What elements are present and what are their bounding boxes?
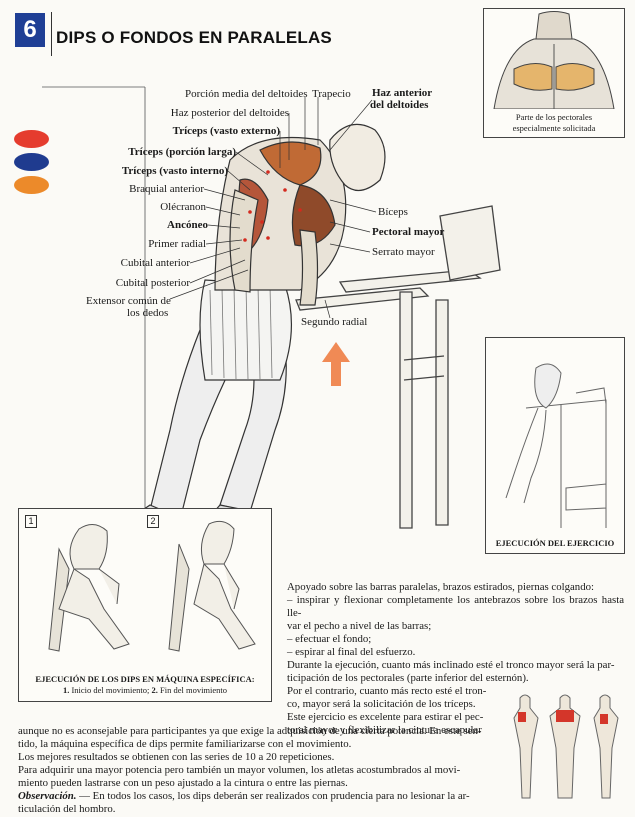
label-extensor-comun-2: los dedos <box>127 307 169 319</box>
label-triceps-vasto-externo: Tríceps (vasto externo) <box>172 125 280 137</box>
text-line: Los mejores resultados se obtienen con l… <box>18 751 335 763</box>
observation-line-1: Observación. — En todos los casos, los d… <box>18 790 470 802</box>
upward-arrow <box>322 342 350 386</box>
step-2-badge: 2 <box>147 515 159 528</box>
label-anconeo: Ancóneo <box>167 219 208 231</box>
pectorals-caption-2: especialmente solicitada <box>512 123 596 133</box>
pectorals-illustration <box>493 11 615 110</box>
text-line: Durante la ejecución, cuanto más inclina… <box>287 659 615 671</box>
step-1-badge: 1 <box>25 515 37 528</box>
chapter-number-badge: 6 <box>15 13 45 47</box>
machine-caption-text1: Inicio del movimiento; <box>71 685 150 695</box>
label-haz-anterior-1: Haz anterior <box>372 87 433 99</box>
label-extensor-comun-1: Extensor común de <box>86 295 171 307</box>
pectorals-caption-1: Parte de los pectorales <box>515 112 593 122</box>
label-segundo-radial: Segundo radial <box>301 316 368 328</box>
legend-dot-blue <box>14 153 49 171</box>
observation-label: Observación. <box>18 790 77 802</box>
inset-execution: EJECUCIÓN DEL EJERCICIO <box>485 337 625 554</box>
label-pectoral-mayor: Pectoral mayor <box>372 226 445 238</box>
label-cubital-anterior: Cubital anterior <box>120 257 190 269</box>
text-line: Este ejercicio es excelente para estirar… <box>287 711 484 723</box>
text-line: miento pueden lastrarse con un peso ajus… <box>18 777 348 789</box>
text-line: aunque no es aconsejable para participan… <box>18 725 482 737</box>
text-line: var el pecho a nivel de las barras; <box>287 620 432 632</box>
execution-caption: EJECUCIÓN DEL EJERCICIO <box>495 538 615 548</box>
text-line: ticipación de los pectorales (parte infe… <box>287 672 529 684</box>
label-haz-posterior-deltoides: Haz posterior del deltoides <box>170 107 289 119</box>
inset-pectorals: Parte de los pectorales especialmente so… <box>483 8 625 138</box>
text-line: Apoyado sobre las barras paralelas, braz… <box>287 581 595 593</box>
label-haz-anterior-2: del deltoides <box>370 99 429 111</box>
machine-panel: 1 2 EJECUCIÓN DE LOS DIPS EN MÁQUINA ESP… <box>18 508 272 702</box>
text-line: co, mayor será la solicitación de los tr… <box>287 698 476 710</box>
text-line: Por el contrario, cuanto más recto esté … <box>287 685 487 697</box>
label-olecranon: Olécranon <box>160 201 206 213</box>
machine-caption-title: EJECUCIÓN DE LOS DIPS EN MÁQUINA ESPECÍF… <box>35 674 255 684</box>
label-braquial-anterior: Braquial anterior <box>129 183 204 195</box>
instructions-text: Apoyado sobre las barras paralelas, braz… <box>287 581 624 737</box>
text-line: Para adquirir una mayor potencia pero ta… <box>18 764 461 776</box>
results-text: aunque no es aconsejable para participan… <box>18 725 492 790</box>
muscle-figures-illustration <box>513 694 619 799</box>
label-trapecio: Trapecio <box>312 88 351 100</box>
label-porcion-media-deltoides: Porción media del deltoides <box>185 88 308 100</box>
observation-text: Observación. — En todos los casos, los d… <box>18 790 492 816</box>
machine-caption-text2: Fin del movimiento <box>159 685 228 695</box>
page-title: DIPS O FONDOS EN PARALELAS <box>56 28 332 47</box>
text-line: – efectuar el fondo; <box>287 633 372 645</box>
machine-illustrations <box>48 520 256 652</box>
text-line: tido, la máquina específica de dips perm… <box>18 738 352 750</box>
observation-line-2: ticulación del hombro. <box>18 803 116 815</box>
machine-caption-steps: 1. Inicio del movimiento; 2. Fin del mov… <box>19 685 271 695</box>
header-divider <box>51 12 52 56</box>
label-triceps-vasto-interno: Tríceps (vasto interno) <box>121 165 228 177</box>
label-triceps-porcion-larga: Tríceps (porción larga) <box>128 146 236 158</box>
label-primer-radial: Primer radial <box>148 238 206 250</box>
legend-dot-orange <box>14 176 49 194</box>
machine-caption-num1: 1. <box>62 685 70 695</box>
label-biceps: Bíceps <box>378 206 408 218</box>
label-cubital-posterior: Cubital posterior <box>115 277 190 289</box>
machine-caption-num2: 2. <box>151 685 158 695</box>
text-line: toral mayor y flexibilizar la cintura es… <box>287 724 482 736</box>
legend-dot-red <box>14 130 49 148</box>
text-line: – espirar al final del esfuerzo. <box>287 646 416 658</box>
execution-illustration <box>505 363 607 528</box>
text-line: – inspirar y flexionar completamente los… <box>287 594 624 619</box>
label-serrato-mayor: Serrato mayor <box>372 246 435 258</box>
